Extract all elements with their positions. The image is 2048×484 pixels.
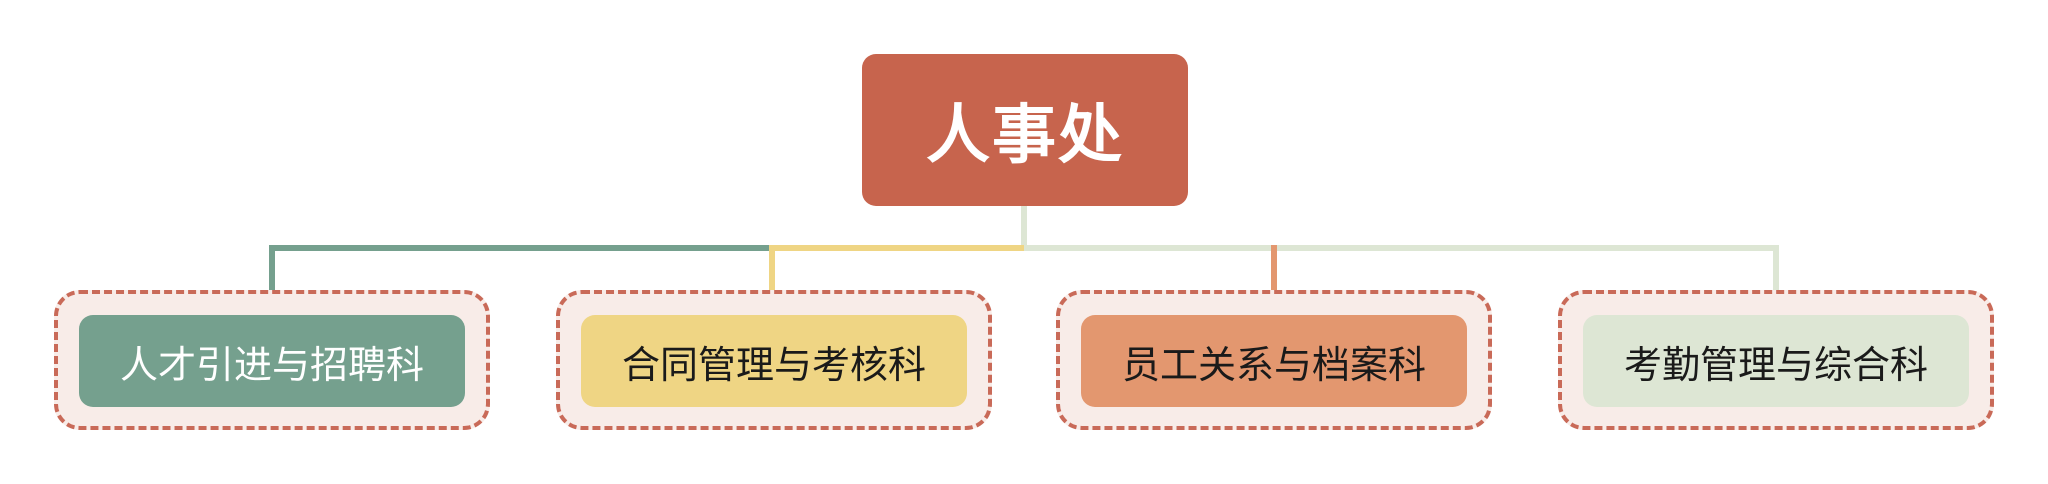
dept-node-label: 人才引进与招聘科	[119, 342, 424, 387]
dept-node-employee-relations: 员工关系与档案科	[1081, 315, 1467, 407]
dept-node-attendance-general: 考勤管理与综合科	[1583, 315, 1969, 407]
dept-node-label: 考勤管理与综合科	[1623, 342, 1928, 387]
dept-node-label: 员工关系与档案科	[1121, 342, 1426, 387]
root-node: 人事处	[862, 54, 1188, 206]
dept-node-label: 合同管理与考核科	[621, 342, 926, 387]
root-node-label: 人事处	[926, 99, 1124, 173]
dept-node-contract-assessment: 合同管理与考核科	[581, 315, 967, 407]
dept-node-talent-recruitment: 人才引进与招聘科	[79, 315, 465, 407]
